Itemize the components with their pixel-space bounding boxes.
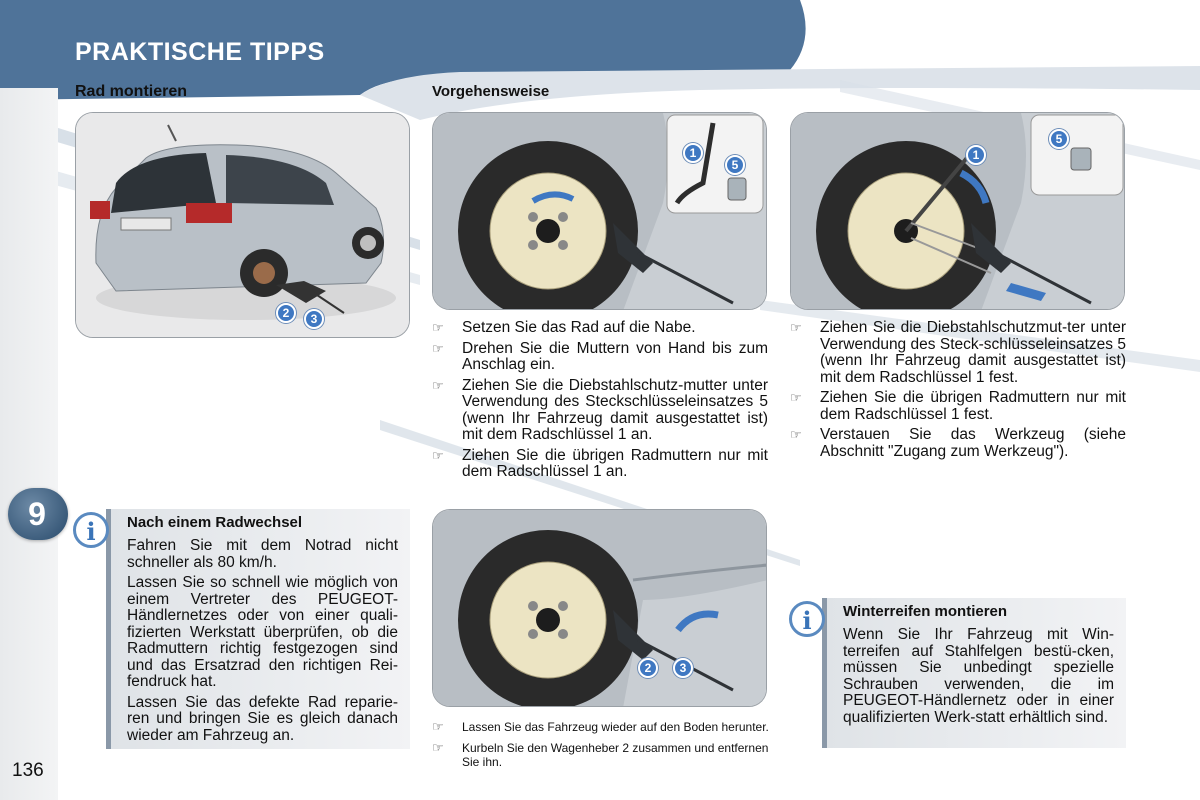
info-title: Nach einem Radwechsel (127, 514, 303, 531)
callout-badge: 5 (1049, 129, 1069, 149)
list-item: ☞Verstauen Sie das Werkzeug (siehe Absch… (790, 426, 1126, 460)
section-heading-rad-montieren: Rad montieren (75, 83, 188, 100)
pointing-hand-icon: ☞ (432, 719, 444, 734)
callout-badge: 3 (304, 309, 324, 329)
pointing-hand-icon: ☞ (790, 320, 802, 335)
page-title: PRAKTISCHE TIPPS (75, 38, 325, 66)
info-paragraph: Lassen Sie so schnell wie möglich von ei… (127, 574, 398, 690)
list-item: ☞Drehen Sie die Muttern von Hand bis zum… (432, 339, 768, 373)
steps-list-a: ☞Setzen Sie das Rad auf die Nabe. ☞Drehe… (432, 319, 768, 485)
pointing-hand-icon: ☞ (432, 739, 444, 755)
page-number: 136 (12, 760, 44, 781)
wheel-illustration (433, 113, 766, 309)
steps-list-b: ☞Ziehen Sie die Diebstahlschutzmut-ter u… (790, 319, 1126, 464)
callout-badge: 1 (683, 143, 703, 163)
info-title: Winterreifen montieren (843, 603, 1008, 620)
list-item: ☞Kurbeln Sie den Wagenheber 2 zusammen u… (432, 739, 769, 769)
lowering-illustration (433, 510, 766, 706)
list-item: ☞Ziehen Sie die übrigen Radmuttern nur m… (432, 446, 768, 480)
wheel-wrench-illustration (791, 113, 1124, 309)
info-paragraph: Wenn Sie Ihr Fahrzeug mit Win-terreifen … (843, 626, 1114, 726)
header-band (0, 0, 806, 100)
pointing-hand-icon: ☞ (432, 447, 444, 463)
list-item: ☞Ziehen Sie die übrigen Radmuttern nur m… (790, 389, 1126, 423)
figure-tighten-wrench: 1 5 (790, 112, 1125, 310)
pointing-hand-icon: ☞ (432, 340, 444, 356)
list-item: ☞Lassen Sie das Fahrzeug wieder auf den … (432, 719, 769, 734)
section-heading-vorgehensweise: Vorgehensweise (432, 83, 550, 100)
header-swoosh (360, 66, 1200, 120)
chapter-number: 9 (28, 496, 46, 532)
callout-badge: 1 (966, 145, 986, 165)
info-icon: i (789, 601, 825, 637)
callout-badge: 3 (673, 658, 693, 678)
pointing-hand-icon: ☞ (790, 390, 802, 405)
left-margin-strip (0, 88, 58, 800)
steps-list-c: ☞Lassen Sie das Fahrzeug wieder auf den … (432, 719, 772, 776)
info-box-after-wheel-change: Nach einem Radwechsel Fahren Sie mit dem… (106, 509, 410, 749)
figure-car-on-jack: 2 3 (75, 112, 410, 338)
pointing-hand-icon: ☞ (432, 320, 444, 335)
list-item: ☞Setzen Sie das Rad auf die Nabe. (432, 319, 696, 336)
list-item: ☞Ziehen Sie die Diebstahlschutz-mutter u… (432, 376, 768, 443)
callout-badge: 5 (725, 155, 745, 175)
car-illustration (76, 113, 409, 337)
pointing-hand-icon: ☞ (432, 377, 444, 393)
chapter-tab: 9 (8, 488, 68, 540)
info-paragraph: Fahren Sie mit dem Notrad nicht schnelle… (127, 537, 398, 571)
list-item: ☞Ziehen Sie die Diebstahlschutzmut-ter u… (790, 319, 1126, 386)
info-paragraph: Lassen Sie das defekte Rad reparie-ren u… (127, 693, 398, 744)
info-box-winter-tires: Winterreifen montieren Wenn Sie Ihr Fahr… (822, 598, 1126, 748)
pointing-hand-icon: ☞ (790, 427, 802, 442)
info-icon: i (73, 512, 109, 548)
callout-badge: 2 (638, 658, 658, 678)
figure-wheel-nuts: 1 5 (432, 112, 767, 310)
callout-badge: 2 (276, 303, 296, 323)
figure-lower-vehicle: 2 3 (432, 509, 767, 707)
